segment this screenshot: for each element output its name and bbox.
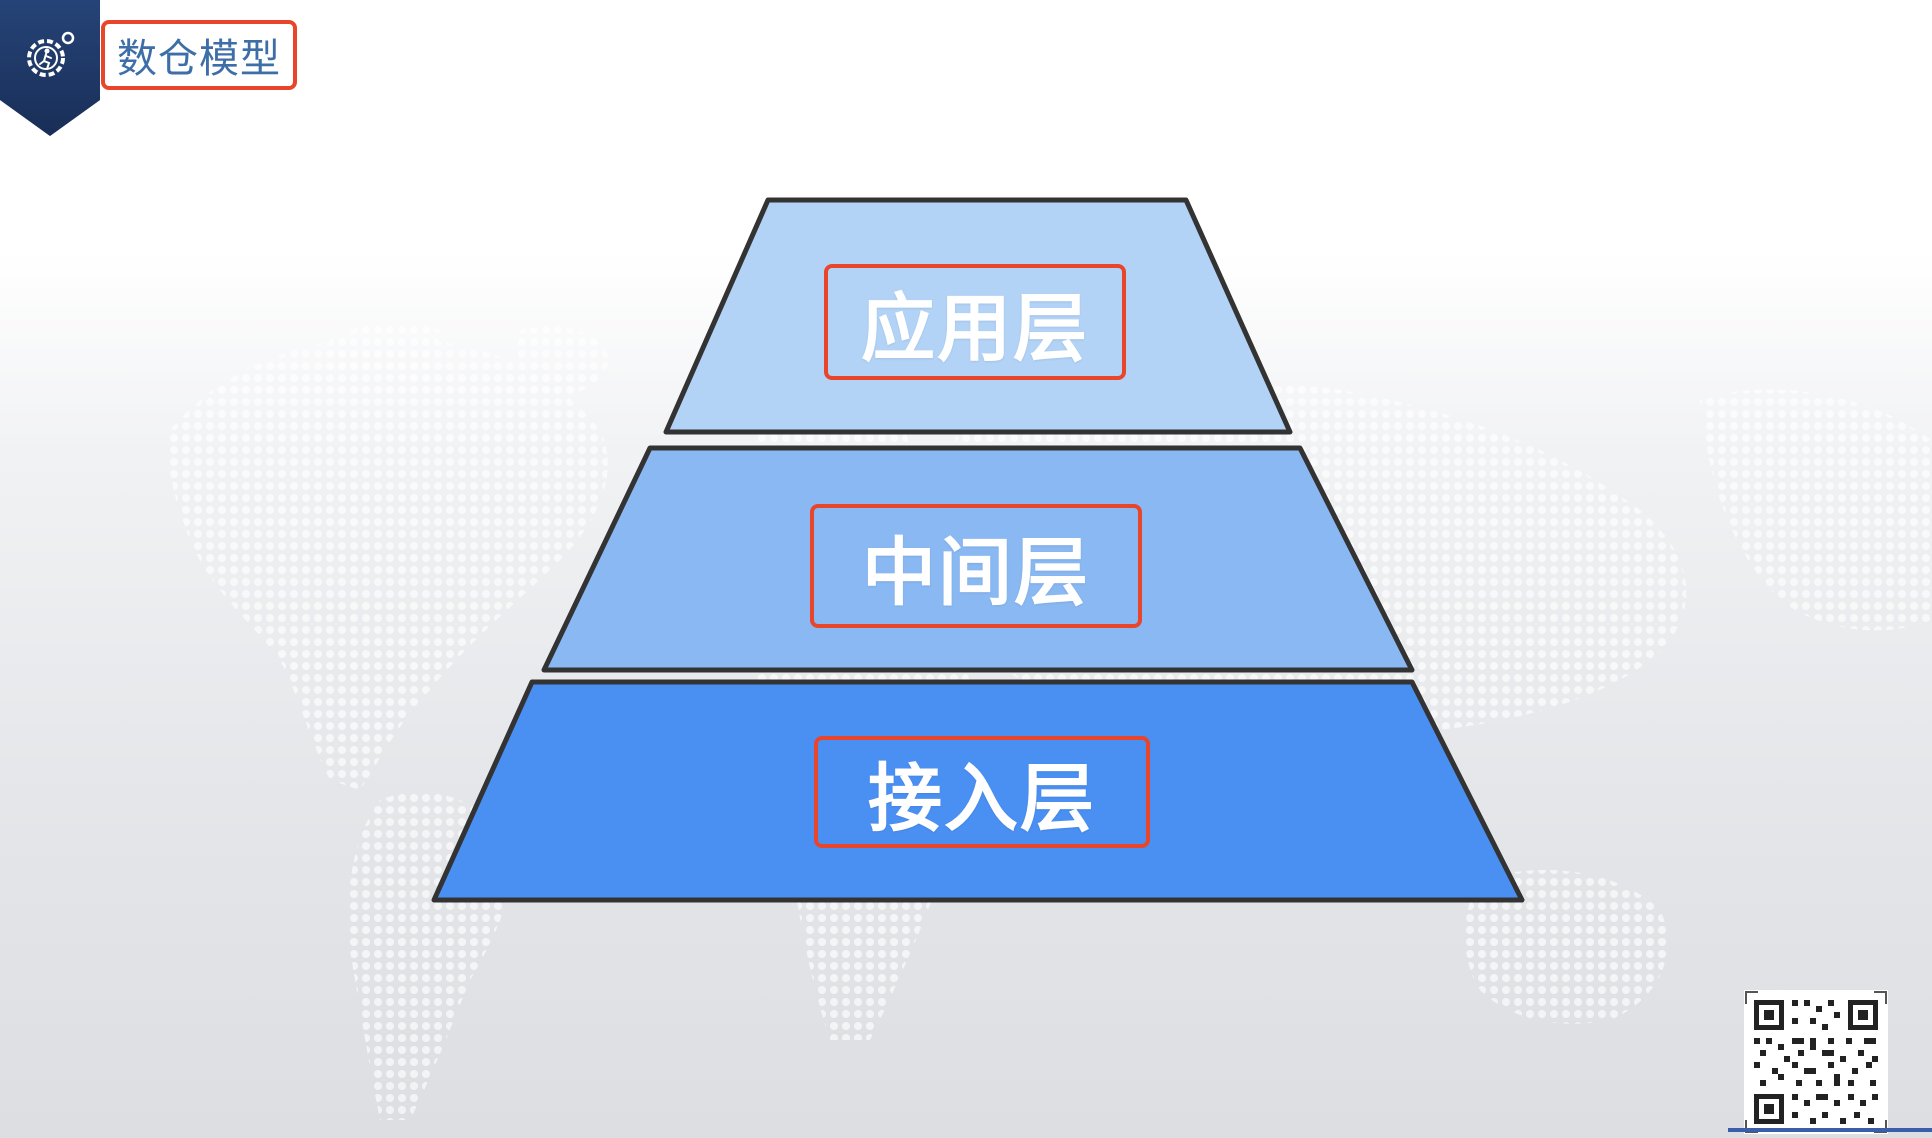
logo-badge [0,0,100,136]
layer-label-highlight-top: 应用层 [824,264,1126,380]
pyramid-layer-top [663,197,1293,435]
qr-code-icon [1744,990,1888,1134]
layer-label-middle: 中间层 [862,529,1090,616]
page-title: 数仓模型 [117,36,281,82]
pyramid-layer-bottom [431,679,1525,903]
layer-label-access: 接入层 [868,755,1096,842]
footer-accent-line [1728,1128,1932,1132]
gear-runner-icon [27,31,75,77]
layer-label-application: 应用层 [861,285,1089,372]
layer-label-highlight-bottom: 接入层 [814,736,1150,848]
pyramid-layer-middle [541,445,1415,673]
layer-label-highlight-middle: 中间层 [810,504,1142,628]
page-title-highlight: 数仓模型 [101,20,297,90]
